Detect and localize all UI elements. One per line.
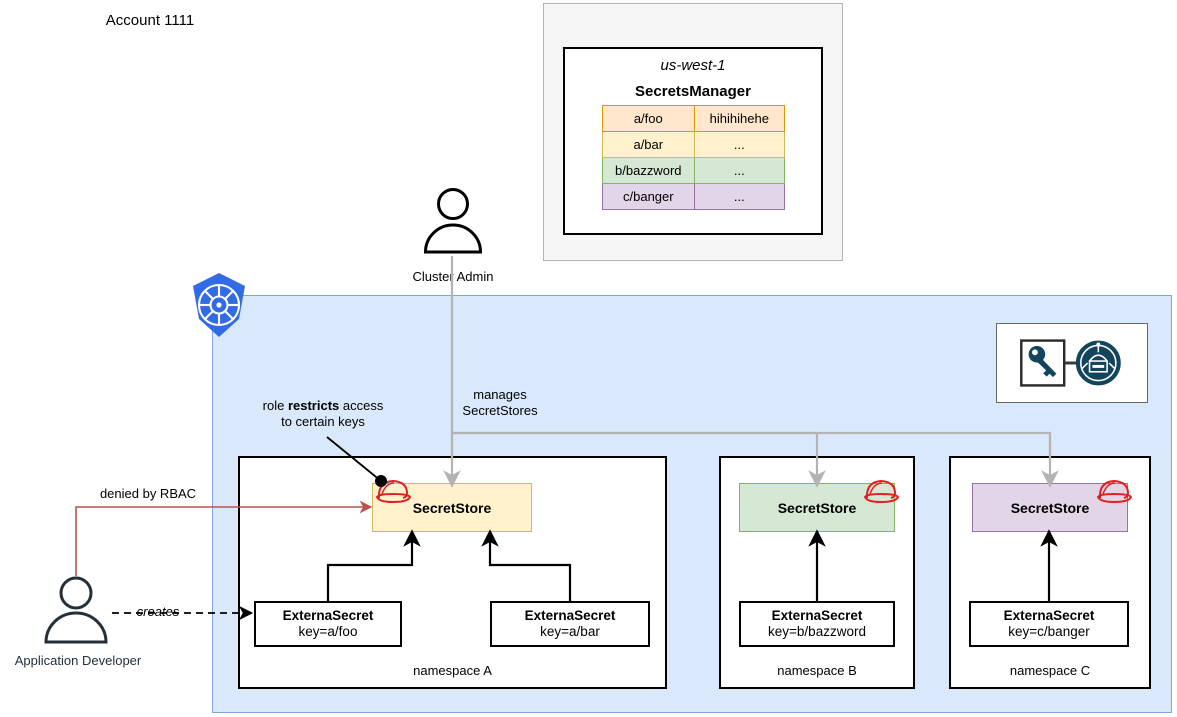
creates-label: creates bbox=[136, 604, 180, 619]
externalsecret-title: ExternaSecret bbox=[771, 608, 863, 624]
secretstore-c-label: SecretStore bbox=[1010, 499, 1090, 516]
table-row: b/bazzword... bbox=[602, 157, 786, 184]
denied-by-rbac-label: denied by RBAC bbox=[99, 486, 197, 501]
externalsecret-a-bar[interactable]: ExternaSecret key=a/bar bbox=[490, 601, 650, 647]
cluster-admin-avatar bbox=[420, 188, 486, 254]
table-row: c/banger... bbox=[602, 183, 786, 210]
kubernetes-logo-icon bbox=[187, 272, 251, 338]
account-title: Account 1111 bbox=[105, 12, 195, 29]
manages-line2: SecretStores bbox=[462, 403, 538, 419]
application-developer-label: Application Developer bbox=[14, 653, 142, 668]
application-developer-avatar bbox=[42, 576, 110, 644]
secretstore-c[interactable]: SecretStore bbox=[972, 483, 1128, 532]
key-icon bbox=[1028, 345, 1057, 378]
externalsecret-key: key=b/bazzword bbox=[768, 624, 866, 639]
secret-key-cell: b/bazzword bbox=[602, 157, 695, 184]
secret-key-cell: c/banger bbox=[602, 183, 695, 210]
namespace-b-label: namespace B bbox=[777, 663, 857, 678]
namespace-a-label: namespace A bbox=[413, 663, 492, 678]
externalsecret-key: key=c/banger bbox=[1008, 624, 1090, 639]
secretstore-b-label: SecretStore bbox=[777, 499, 857, 516]
secret-value-cell: ... bbox=[693, 157, 786, 184]
externalsecret-title: ExternaSecret bbox=[282, 608, 374, 624]
cluster-admin-label: Cluster Admin bbox=[412, 269, 494, 284]
externalsecret-title: ExternaSecret bbox=[524, 608, 616, 624]
region-label: us-west-1 bbox=[660, 57, 726, 74]
external-secrets-operator-logo-box bbox=[996, 323, 1148, 403]
secretsmanager-title: SecretsManager bbox=[635, 83, 751, 100]
robot-icon bbox=[1075, 340, 1121, 386]
secret-value-cell: ... bbox=[693, 131, 786, 158]
externalsecret-c-banger[interactable]: ExternaSecret key=c/banger bbox=[969, 601, 1129, 647]
manages-note: manages SecretStores bbox=[448, 387, 552, 420]
secret-value-cell: ... bbox=[693, 183, 786, 210]
secretstore-a[interactable]: SecretStore bbox=[372, 483, 532, 532]
role-note-line2: to certain keys bbox=[281, 414, 365, 430]
namespace-c-label: namespace C bbox=[1009, 663, 1091, 678]
secret-key-cell: a/foo bbox=[602, 105, 695, 132]
table-row: a/bar... bbox=[602, 131, 786, 158]
role-note-pre: role bbox=[262, 398, 288, 413]
secret-value-cell: hihihihehe bbox=[693, 105, 786, 132]
secret-key-cell: a/bar bbox=[602, 131, 695, 158]
externalsecret-key: key=a/bar bbox=[540, 624, 600, 639]
role-restricts-note: role restricts access to certain keys bbox=[243, 398, 403, 431]
role-note-post: access bbox=[339, 398, 384, 413]
externalsecret-a-foo[interactable]: ExternaSecret key=a/foo bbox=[254, 601, 402, 647]
externalsecret-title: ExternaSecret bbox=[1003, 608, 1095, 624]
secretstore-a-label: SecretStore bbox=[412, 499, 492, 516]
externalsecret-b-bazzword[interactable]: ExternaSecret key=b/bazzword bbox=[739, 601, 895, 647]
manages-line1: manages bbox=[473, 387, 527, 402]
externalsecret-key: key=a/foo bbox=[298, 624, 358, 639]
role-note-bold: restricts bbox=[287, 398, 340, 413]
secretstore-b[interactable]: SecretStore bbox=[739, 483, 895, 532]
